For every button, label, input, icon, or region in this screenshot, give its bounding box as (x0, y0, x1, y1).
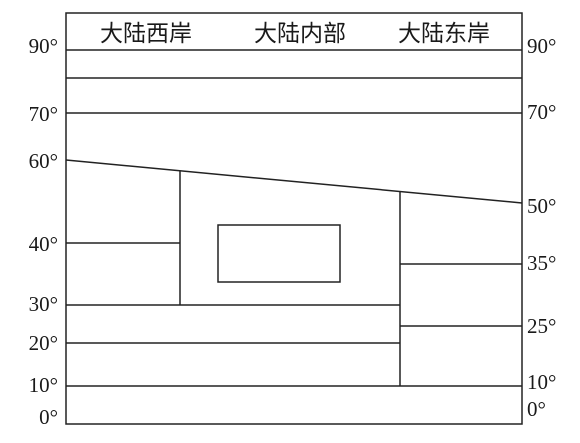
right-latitude-axis: 90° 70° 50° 35° 25° 10° 0° (527, 34, 556, 421)
right-latitude-label: 70° (527, 100, 556, 124)
left-latitude-label: 10° (29, 373, 58, 397)
right-latitude-label: 90° (527, 34, 556, 58)
header-west-coast: 大陆西岸 (100, 21, 192, 47)
left-latitude-label: 60° (29, 149, 58, 173)
left-latitude-label: 20° (29, 331, 58, 355)
right-latitude-label: 10° (527, 370, 556, 394)
header-east-coast: 大陆东岸 (398, 21, 490, 47)
right-latitude-label: 35° (527, 251, 556, 275)
right-latitude-label: 25° (527, 314, 556, 338)
left-latitude-label: 90° (29, 34, 58, 58)
left-latitude-label: 70° (29, 102, 58, 126)
header-interior: 大陆内部 (254, 21, 346, 47)
left-latitude-label: 0° (39, 405, 58, 429)
interior-inner-zone (217, 224, 341, 283)
boundary-sloping (65, 159, 523, 204)
diagram-frame (65, 12, 523, 425)
left-latitude-label: 40° (29, 232, 58, 256)
left-latitude-label: 30° (29, 292, 58, 316)
right-latitude-label: 0° (527, 397, 546, 421)
right-latitude-label: 50° (527, 194, 556, 218)
left-latitude-axis: 90° 70° 60° 40° 30° 20° 10° 0° (29, 34, 58, 429)
